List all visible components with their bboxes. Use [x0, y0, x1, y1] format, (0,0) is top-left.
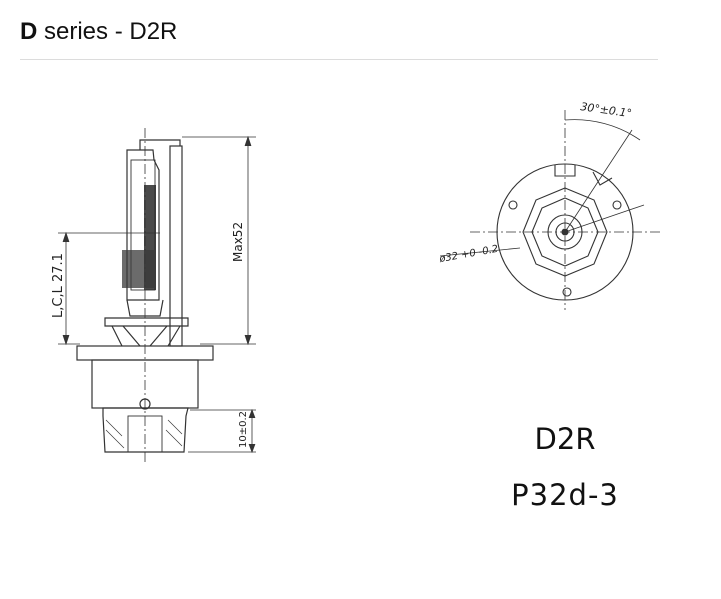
title-divider: [20, 59, 658, 60]
dimension-lcl: [58, 231, 160, 346]
angle-label: 30°±0.1°: [580, 100, 633, 120]
dimension-max52: [182, 135, 256, 346]
series-letter: D: [20, 18, 38, 45]
bulb-side-view: [76, 128, 214, 462]
base-top-view: [439, 110, 660, 310]
model-name: D2R: [534, 422, 596, 456]
diameter-label: ø32 +0 -0.2: [438, 244, 499, 265]
lcl-label: L,C,L 27.1: [51, 253, 66, 318]
series-title: series - D2R: [37, 18, 178, 45]
base-type: P32d-3: [511, 478, 619, 512]
base-height-label: 10±0.2: [238, 411, 249, 448]
max-height-label: Max52: [231, 222, 245, 262]
dimension-base-height: [188, 408, 256, 454]
page-title: D series - D2R: [20, 16, 177, 48]
